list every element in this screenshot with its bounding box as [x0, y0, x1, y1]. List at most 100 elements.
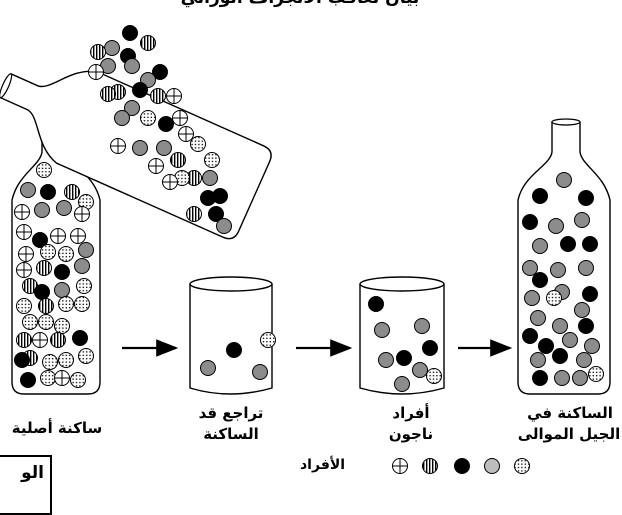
- individual-gray: [34, 202, 50, 218]
- individual-cross: [50, 228, 66, 244]
- individual-striped: [422, 458, 438, 474]
- individual-striped: [140, 35, 156, 51]
- individual-black: [532, 272, 548, 288]
- individual-gray: [576, 352, 592, 368]
- individual-dotted: [426, 368, 442, 384]
- individual-gray: [124, 58, 140, 74]
- individual-gray: [572, 370, 588, 386]
- boxed-heading: الو: [0, 455, 52, 515]
- individual-gray: [574, 212, 590, 228]
- individual-dotted: [40, 370, 56, 386]
- individual-cross: [166, 88, 182, 104]
- individual-striped: [36, 260, 52, 276]
- top-title-fragment: بيان تعاقب الانجراف الوراثي: [120, 0, 480, 8]
- individual-dotted: [546, 290, 562, 306]
- individual-dotted: [40, 244, 56, 260]
- individual-striped: [16, 332, 32, 348]
- individual-gray: [548, 218, 564, 234]
- individual-black: [422, 340, 438, 356]
- individual-gray: [216, 218, 232, 234]
- individual-striped: [100, 86, 116, 102]
- individual-dotted: [588, 366, 604, 382]
- individual-dotted: [204, 152, 220, 168]
- individual-black: [532, 188, 548, 204]
- individual-black: [578, 318, 594, 334]
- individual-gray: [522, 260, 538, 276]
- individual-black: [522, 328, 538, 344]
- individual-cross: [178, 126, 194, 142]
- individual-gray: [414, 318, 430, 334]
- survivor-population: [368, 296, 442, 392]
- individual-dotted: [36, 162, 52, 178]
- original-population: [14, 162, 94, 388]
- individual-black: [552, 348, 568, 364]
- individual-black: [14, 352, 30, 368]
- next-generation-population: [522, 172, 604, 386]
- individual-dotted: [58, 246, 74, 262]
- individual-black: [226, 342, 242, 358]
- individual-cross: [16, 224, 32, 240]
- individual-cross: [14, 204, 30, 220]
- individual-cross: [110, 138, 126, 154]
- individual-black: [32, 232, 48, 248]
- individual-gray: [74, 258, 90, 274]
- individual-cross: [74, 206, 90, 222]
- individual-dotted: [58, 296, 74, 312]
- individual-cross: [172, 110, 188, 126]
- individual-gray: [20, 182, 36, 198]
- individual-gray: [252, 364, 268, 380]
- individual-gray: [532, 238, 548, 254]
- individual-black: [34, 284, 50, 300]
- individual-gray: [530, 310, 546, 326]
- label-original-population: ساكنة أصلية: [11, 419, 103, 437]
- individual-dotted: [140, 110, 156, 126]
- individual-dotted: [76, 278, 92, 294]
- individual-gray: [550, 262, 566, 278]
- individual-black: [122, 25, 138, 41]
- individual-black: [560, 236, 576, 252]
- individual-dotted: [54, 318, 70, 334]
- individual-black: [396, 350, 412, 366]
- individual-black: [152, 64, 168, 80]
- label-next-generation-line-1: الساكنة في: [527, 404, 613, 422]
- individual-black: [54, 264, 70, 280]
- individual-striped: [186, 206, 202, 222]
- pouring-population: [88, 25, 232, 234]
- legend: [392, 458, 530, 474]
- label-survivors-line-1: أفراد: [392, 404, 430, 422]
- individual-gray: [578, 260, 594, 276]
- individual-gray: [530, 352, 546, 368]
- individual-gray: [54, 282, 70, 298]
- individual-striped: [150, 88, 166, 104]
- individual-dotted: [58, 352, 74, 368]
- individual-striped: [170, 152, 186, 168]
- individual-cross: [162, 174, 178, 190]
- individual-dotted: [74, 296, 90, 312]
- individual-cross: [54, 370, 70, 386]
- individual-gray: [78, 242, 94, 258]
- label-next-generation-line-2: الجيل الموالى: [517, 425, 621, 443]
- individual-black: [454, 458, 470, 474]
- individual-dotted: [38, 314, 54, 330]
- individual-gray: [584, 338, 600, 354]
- individual-gray: [202, 170, 218, 186]
- individual-black: [538, 338, 554, 354]
- individual-dotted: [190, 136, 206, 152]
- individual-black: [368, 296, 384, 312]
- individual-gray: [394, 376, 410, 392]
- individual-black: [578, 190, 594, 206]
- label-decline-line-1: تراجع قد: [198, 404, 264, 422]
- individual-black: [72, 330, 88, 346]
- individual-gray: [200, 360, 216, 376]
- individual-black: [532, 370, 548, 386]
- individual-cross: [148, 158, 164, 174]
- individual-cross: [70, 228, 86, 244]
- individual-black: [40, 184, 56, 200]
- individual-black: [20, 372, 36, 388]
- decline-population: [200, 332, 276, 380]
- individual-dotted: [514, 458, 530, 474]
- individual-gray: [552, 318, 568, 334]
- individual-black: [200, 190, 216, 206]
- individual-cross: [88, 64, 104, 80]
- individual-black: [132, 82, 148, 98]
